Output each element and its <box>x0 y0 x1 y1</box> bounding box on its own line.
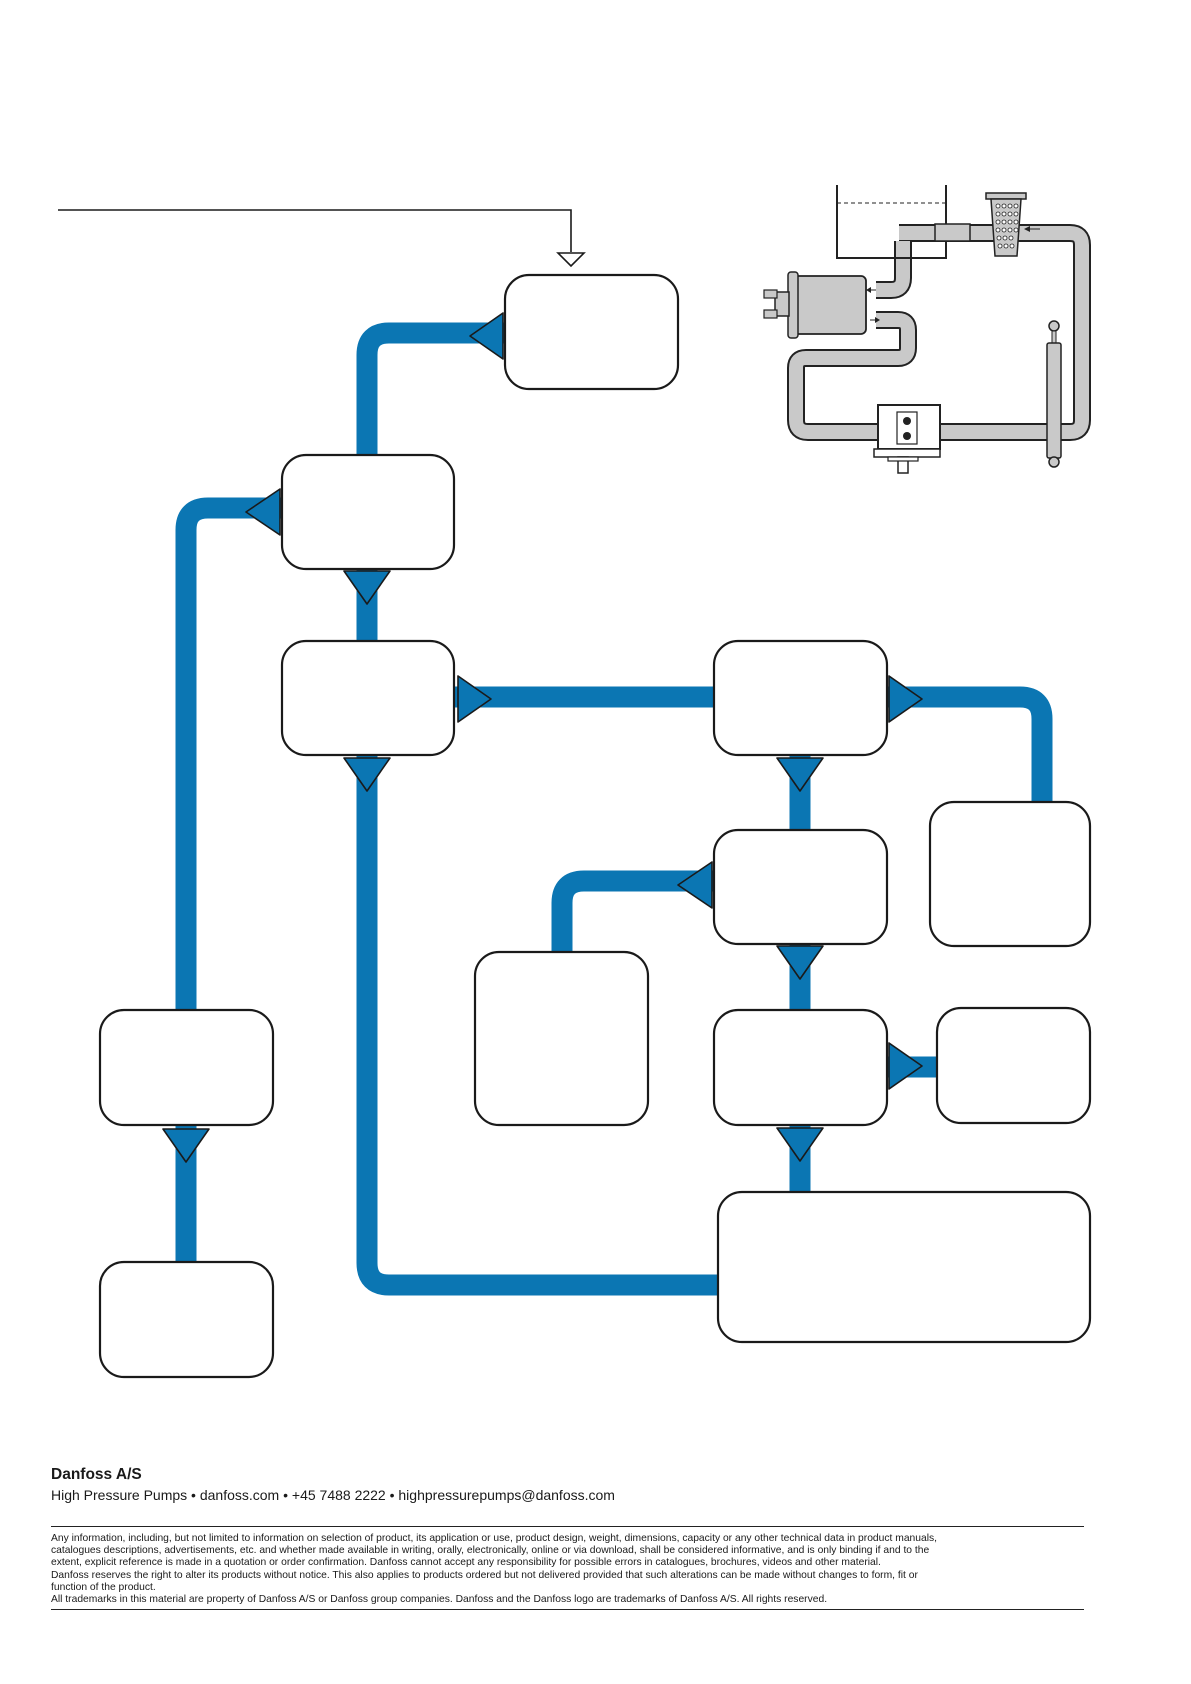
flow-box-8 <box>98 1260 275 1379</box>
flow-box-5 <box>928 800 1092 948</box>
flow-box-12 <box>716 1190 1092 1344</box>
disclaimer-line: Any information, including, but not limi… <box>51 1533 938 1544</box>
arrow-right-icon <box>888 1042 923 1090</box>
pump-icon <box>763 271 880 339</box>
disclaimer-line: catalogues descriptions, advertisements,… <box>51 1545 930 1557</box>
flow-line-b2-to-b1 <box>356 322 505 455</box>
arrow-left-icon <box>245 488 281 536</box>
flow-line-b7-to-b2 <box>175 497 282 1010</box>
disclaimer: Any information, including, but not limi… <box>51 1533 1084 1606</box>
flow-box-7 <box>98 1008 275 1127</box>
hydraulic-system-schematic <box>763 185 1091 474</box>
arrow-left-icon <box>469 312 504 360</box>
contact-line: High Pressure Pumps • danfoss.com • +45 … <box>51 1487 615 1503</box>
disclaimer-line: function of the product. <box>51 1581 156 1593</box>
arrow-down-icon <box>162 1128 210 1163</box>
arrow-left-icon <box>677 861 713 909</box>
flow-box-3 <box>280 639 456 757</box>
arrow-down-icon <box>343 570 391 605</box>
suction-filter-icon <box>985 192 1040 257</box>
disclaimer-line: Danfoss reserves the right to alter its … <box>51 1569 918 1581</box>
flow-box-4 <box>712 639 889 757</box>
disclaimer-line: extent, explicit reference is made in a … <box>51 1557 881 1569</box>
arrow-right-icon <box>457 675 492 723</box>
arrow-down-icon <box>776 1127 824 1162</box>
flow-box-6 <box>712 828 889 946</box>
flow-line-b3-to-b12 <box>356 750 718 1296</box>
open-arrow-down-icon <box>556 252 586 268</box>
flow-line-b6-to-b9 <box>551 870 714 952</box>
flow-box-10 <box>712 1008 889 1127</box>
valve-block-icon <box>873 404 941 474</box>
company-name: Danfoss A/S <box>51 1466 142 1483</box>
top-connector-line <box>58 209 586 268</box>
tank-icon <box>836 185 971 259</box>
arrow-right-icon <box>888 675 923 723</box>
arrow-down-icon <box>343 757 391 792</box>
flow-box-9 <box>473 950 650 1127</box>
flow-box-1 <box>503 273 680 391</box>
arrow-down-icon <box>776 757 824 792</box>
footer-bottom-divider <box>51 1609 1084 1610</box>
flow-box-11 <box>935 1006 1092 1125</box>
flow-line-b4-to-b5 <box>887 686 1053 802</box>
hydraulic-cylinder-icon <box>1046 320 1062 468</box>
disclaimer-line: All trademarks in this material are prop… <box>51 1594 828 1606</box>
footer-divider <box>51 1526 1084 1527</box>
flow-box-2 <box>280 453 456 571</box>
arrow-down-icon <box>776 945 824 980</box>
